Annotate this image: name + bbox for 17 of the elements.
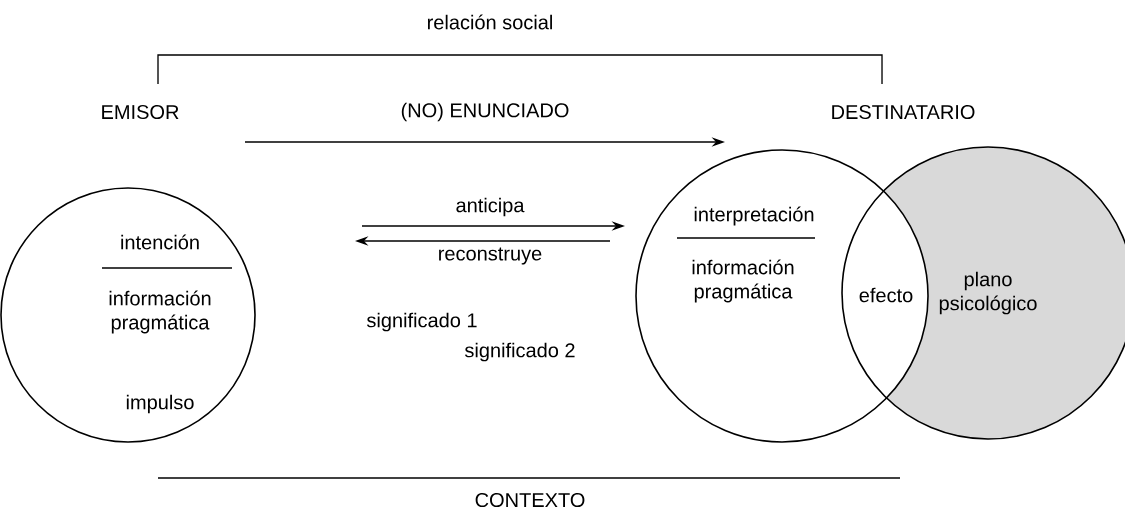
node-text: información pragmática [692,259,794,303]
node-heading: DESTINATARIO [832,104,975,120]
context-label: CONTEXTO [475,492,585,508]
node-heading: EMISOR [102,104,179,120]
node-text: impulso [126,394,194,414]
text-label: significado 2 [465,342,575,362]
node-text: intención [121,234,199,250]
edge-label: (NO) ENUNCIADO [401,102,569,122]
bracket-line [157,54,883,85]
node-text: interpretación [694,206,814,226]
arrow-label: anticipa [456,197,525,217]
edge-label: relación social [427,14,552,30]
text-label: significado 1 [367,312,477,332]
region-label: efecto [859,287,913,303]
arrow-label: reconstruye [439,247,542,265]
node-text: información pragmática [109,290,211,334]
node-label: plano psicológico [939,271,1037,315]
